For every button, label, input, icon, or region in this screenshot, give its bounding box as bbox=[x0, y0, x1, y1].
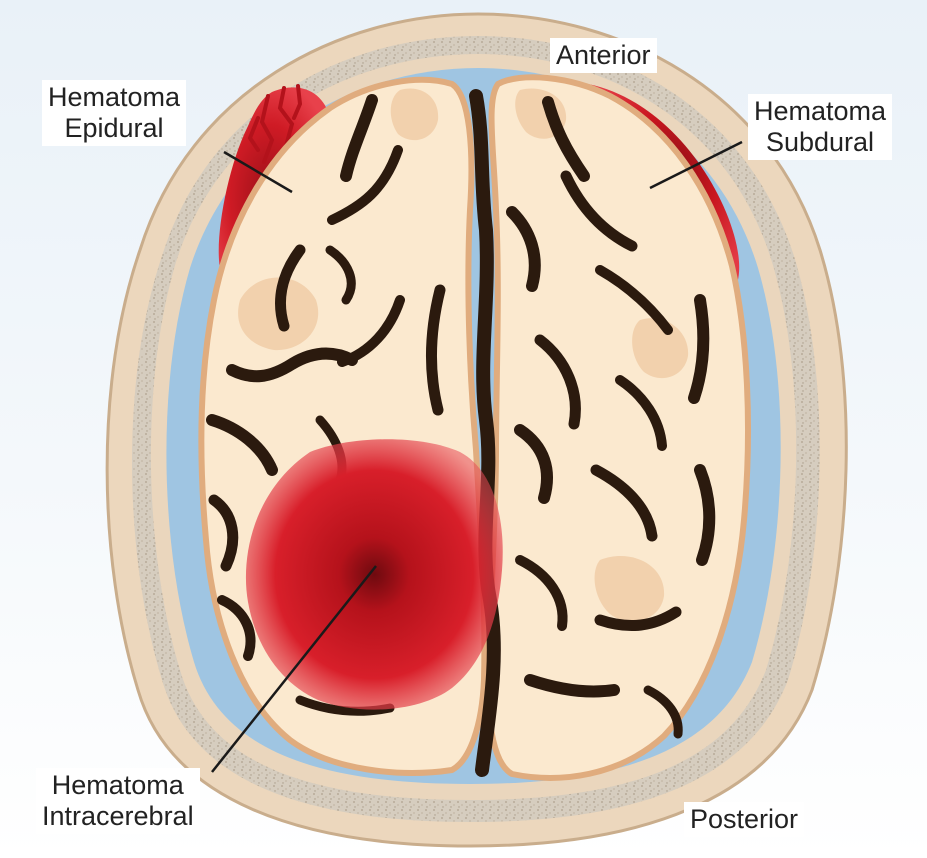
label-posterior-text: Posterior bbox=[690, 804, 798, 835]
label-posterior: Posterior bbox=[684, 802, 804, 837]
label-subdural-line1: Hematoma bbox=[754, 96, 886, 127]
label-intracerebral-line2: Intracerebral bbox=[42, 801, 194, 832]
label-intracerebral-line1: Hematoma bbox=[42, 770, 194, 801]
label-intracerebral: Hematoma Intracerebral bbox=[36, 768, 200, 834]
label-subdural: Hematoma Subdural bbox=[748, 94, 892, 160]
label-anterior: Anterior bbox=[550, 38, 657, 73]
label-epidural: Hematoma Epidural bbox=[42, 80, 186, 146]
label-epidural-line2: Epidural bbox=[48, 113, 180, 144]
label-subdural-line2: Subdural bbox=[754, 127, 886, 158]
intracerebral-hematoma bbox=[246, 439, 503, 709]
label-epidural-line1: Hematoma bbox=[48, 82, 180, 113]
label-anterior-text: Anterior bbox=[556, 40, 651, 71]
